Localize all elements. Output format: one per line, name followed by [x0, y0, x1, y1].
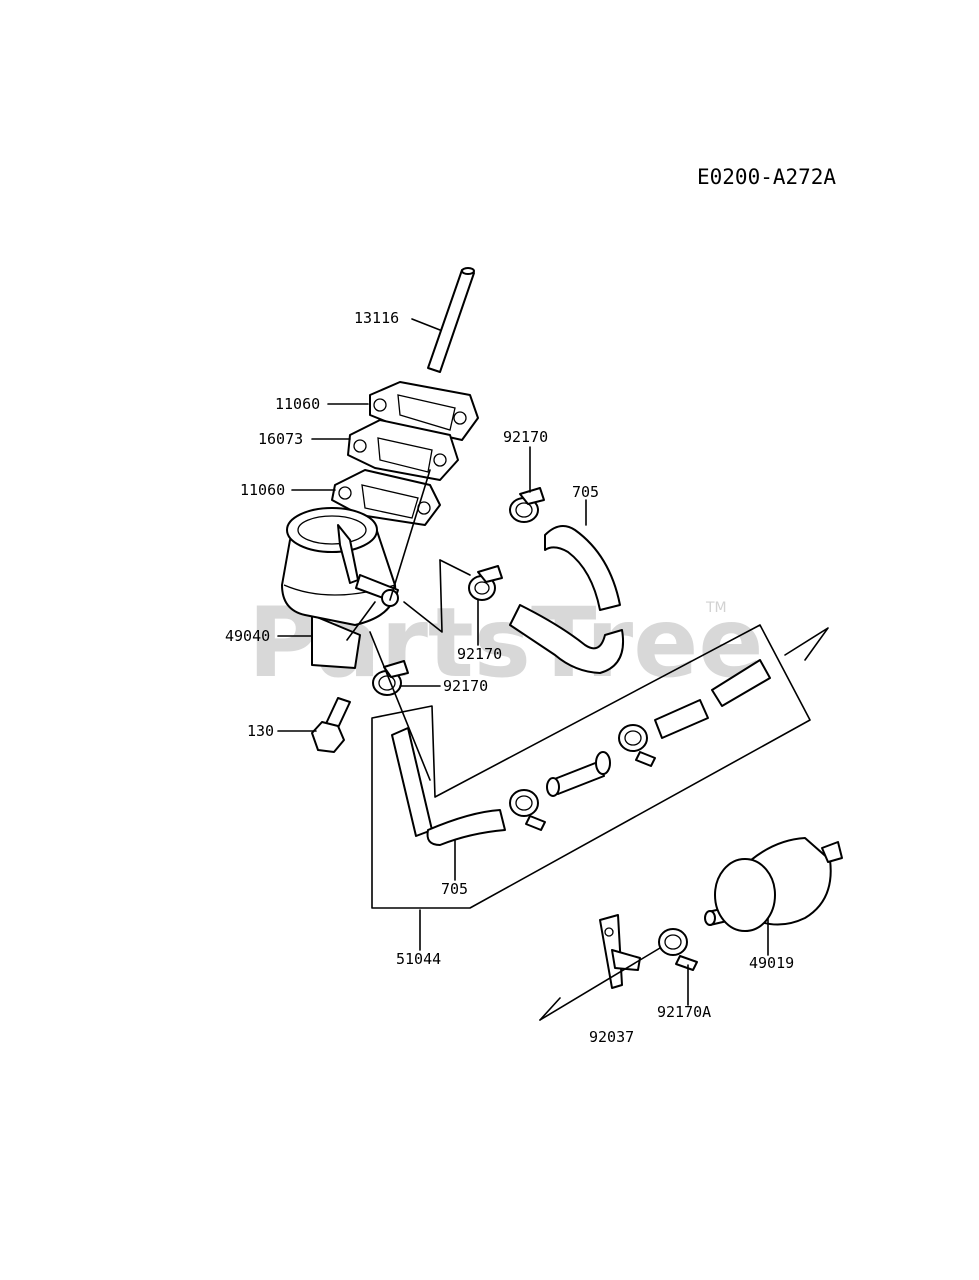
part-gasket-11060-top[interactable] — [369, 381, 479, 441]
leader-lines — [277, 318, 829, 1021]
part-fuel-filter-49019[interactable] — [704, 837, 843, 932]
part-labels: 13116 11060 16073 11060 92170 705 92170 … — [225, 309, 794, 1046]
part-rod-13116[interactable] — [427, 267, 475, 373]
label-92170-mid: 92170 — [457, 645, 502, 663]
part-clamp-assy-2[interactable] — [618, 724, 656, 767]
part-bolt-130[interactable] — [311, 697, 351, 753]
label-92170-top: 92170 — [503, 428, 548, 446]
part-fitting-joint[interactable] — [546, 751, 611, 797]
label-51044: 51044 — [396, 950, 441, 968]
label-16073: 16073 — [258, 430, 303, 448]
label-92170A: 92170A — [657, 1003, 711, 1021]
part-gasket-16073[interactable] — [347, 419, 459, 481]
part-clamp-92170A[interactable] — [658, 928, 698, 971]
part-clamp-assy-1[interactable] — [509, 789, 546, 831]
part-hose-705-upper[interactable] — [509, 525, 624, 674]
label-49019: 49019 — [749, 954, 794, 972]
label-130: 130 — [247, 722, 274, 740]
part-clamp-92170-low[interactable] — [372, 660, 409, 696]
label-705-upper: 705 — [572, 483, 599, 501]
part-gasket-11060-bottom[interactable] — [331, 469, 441, 526]
label-13116: 13116 — [354, 309, 399, 327]
part-fuel-pump-49040[interactable] — [281, 507, 399, 669]
diagram-code: E0200-A272A — [697, 165, 836, 189]
watermark-trademark: TM — [705, 600, 727, 616]
part-hose-705-lower[interactable] — [391, 659, 771, 846]
part-clamp-92170-mid[interactable] — [468, 565, 503, 601]
part-bracket-92037[interactable] — [599, 914, 641, 989]
label-11060-top: 11060 — [275, 395, 320, 413]
part-clamp-92170-top[interactable] — [509, 487, 545, 523]
label-92170-low: 92170 — [443, 677, 488, 695]
label-49040: 49040 — [225, 627, 270, 645]
label-11060-bottom: 11060 — [240, 481, 285, 499]
label-705-lower: 705 — [441, 880, 468, 898]
label-92037: 92037 — [589, 1028, 634, 1046]
